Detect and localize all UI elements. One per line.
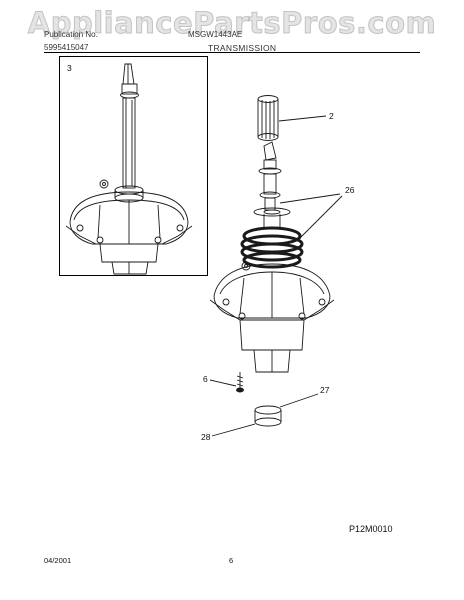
callout-part-28: 28 xyxy=(201,432,211,442)
section-title: TRANSMISSION xyxy=(208,43,277,53)
main-transmission-assembly xyxy=(209,141,335,373)
publication-number: 5995415047 xyxy=(44,43,89,52)
leader-part-26 xyxy=(279,193,343,239)
callout-part-27: 27 xyxy=(320,385,330,395)
inset-frame xyxy=(59,56,208,276)
model-number: MSGW1443AE xyxy=(188,30,243,39)
leader-part-28 xyxy=(211,423,256,437)
ring-seal-part xyxy=(254,405,282,427)
callout-part-2: 2 xyxy=(329,111,334,121)
revision-date: 04/2001 xyxy=(44,556,72,565)
page-number: 6 xyxy=(229,556,234,565)
spline-coupling-part xyxy=(257,95,279,141)
screw-part xyxy=(236,372,244,393)
callout-part-26: 26 xyxy=(345,185,355,195)
callout-part-6: 6 xyxy=(203,374,208,384)
inset-transmission-assembly xyxy=(65,63,193,275)
watermark-logo: AppliancePartsPros.com xyxy=(27,6,437,41)
leader-part-2 xyxy=(278,115,327,122)
inset-callout: 3 xyxy=(67,63,72,73)
leader-part-6 xyxy=(209,379,237,387)
header-rule xyxy=(44,52,420,53)
leader-part-27 xyxy=(279,393,319,408)
figure-code: P12M0010 xyxy=(349,524,393,534)
publication-label: Publication No. xyxy=(44,30,98,39)
